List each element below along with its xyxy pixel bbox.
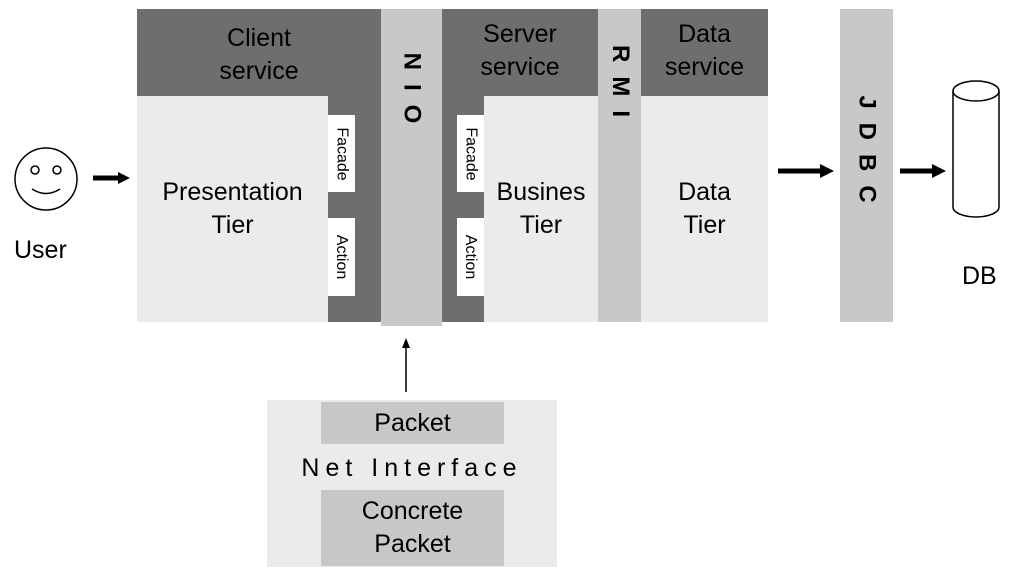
user-label: User [14, 236, 67, 264]
packet-box: Packet [321, 402, 504, 444]
arrow-jdbc-to-db-icon [900, 164, 946, 178]
server-service-header: Server service [480, 20, 560, 81]
server-action-box: Action [457, 218, 484, 296]
client-facade-box: Facade [328, 115, 355, 192]
user-icon [14, 147, 78, 211]
server-facade-box: Facade [457, 115, 484, 192]
business-tier: Busines Tier [484, 96, 598, 322]
client-service-header: Client service [219, 24, 299, 85]
jdbc-column: JDBC [840, 9, 893, 322]
concrete-packet-box: Concrete Packet [321, 490, 504, 566]
presentation-tier: Presentation Tier [137, 96, 328, 322]
data-service-header: Data service [664, 20, 745, 81]
arrow-net-to-nio-icon [402, 338, 410, 392]
db-label: DB [962, 262, 997, 290]
nio-column: NIO [381, 9, 442, 326]
client-action-box: Action [328, 218, 355, 296]
net-interface-label: Net Interface [301, 453, 523, 482]
data-tier: Data Tier [641, 96, 768, 322]
arrow-data-to-jdbc-icon [778, 164, 834, 178]
rmi-column: RMI [598, 9, 641, 322]
arrow-user-to-client-icon [93, 172, 130, 184]
database-icon [952, 80, 1000, 218]
